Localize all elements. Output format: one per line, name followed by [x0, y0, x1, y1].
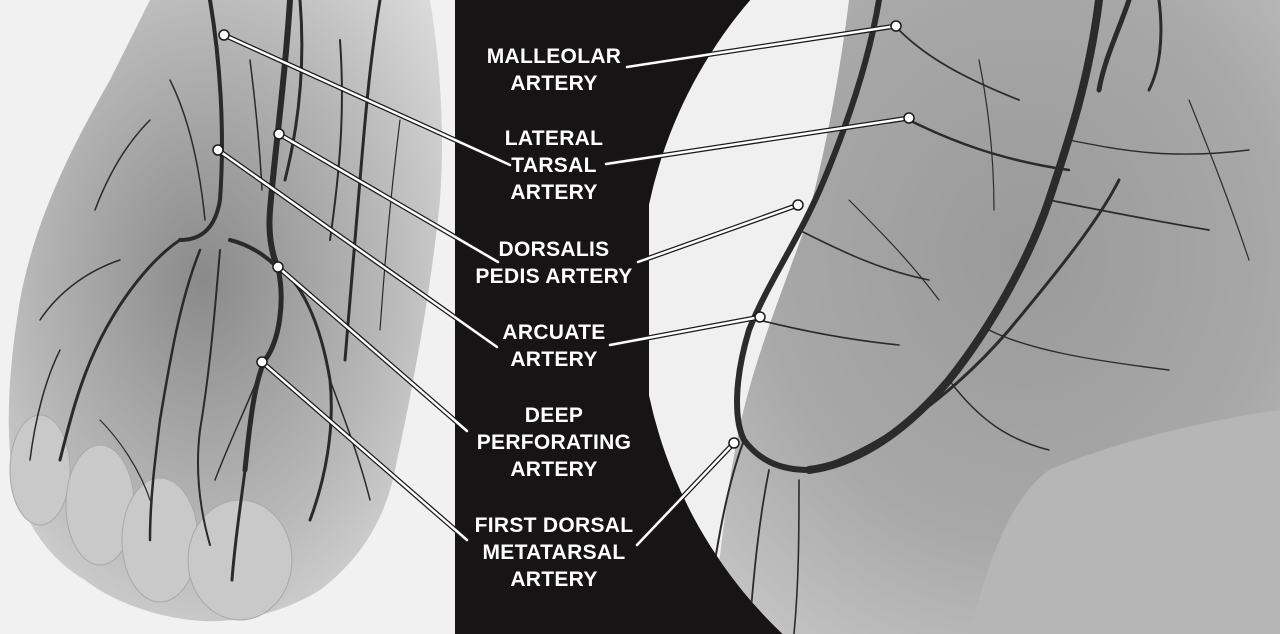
right-angiogram-lateral-view	[649, 0, 1280, 634]
label-line: ARTERY	[510, 568, 598, 591]
label-line: METATARSAL	[482, 541, 626, 564]
label-line: DORSALIS	[498, 238, 610, 261]
left-angiogram-ap-view	[0, 0, 459, 634]
label-line: PEDIS ARTERY	[475, 265, 633, 288]
label-arcuate-artery: ARCUATE ARTERY	[459, 319, 649, 373]
label-first-dorsal-metatarsal-artery: FIRST DORSAL METATARSAL ARTERY	[459, 512, 649, 593]
label-line: LATERAL	[504, 127, 604, 150]
label-line: FIRST DORSAL	[474, 514, 634, 537]
label-lateral-tarsal-artery: LATERAL TARSAL ARTERY	[459, 125, 649, 206]
label-line: ARTERY	[510, 181, 598, 204]
label-line: ARTERY	[510, 348, 598, 371]
label-line: DEEP	[524, 404, 584, 427]
toes-left	[9, 414, 293, 621]
label-line: ARCUATE	[502, 321, 606, 344]
label-dorsalis-pedis-artery: DORSALIS PEDIS ARTERY	[459, 236, 649, 290]
label-line: ARTERY	[510, 458, 598, 481]
vessels-right	[708, 0, 1250, 634]
label-line: MALLEOLAR	[486, 45, 622, 68]
label-line: ARTERY	[510, 72, 598, 95]
label-deep-perforating-artery: DEEP PERFORATING ARTERY	[459, 402, 649, 483]
label-line: TARSAL	[511, 154, 597, 177]
label-malleolar-artery: MALLEOLAR ARTERY	[459, 43, 649, 97]
label-line: PERFORATING	[476, 431, 632, 454]
